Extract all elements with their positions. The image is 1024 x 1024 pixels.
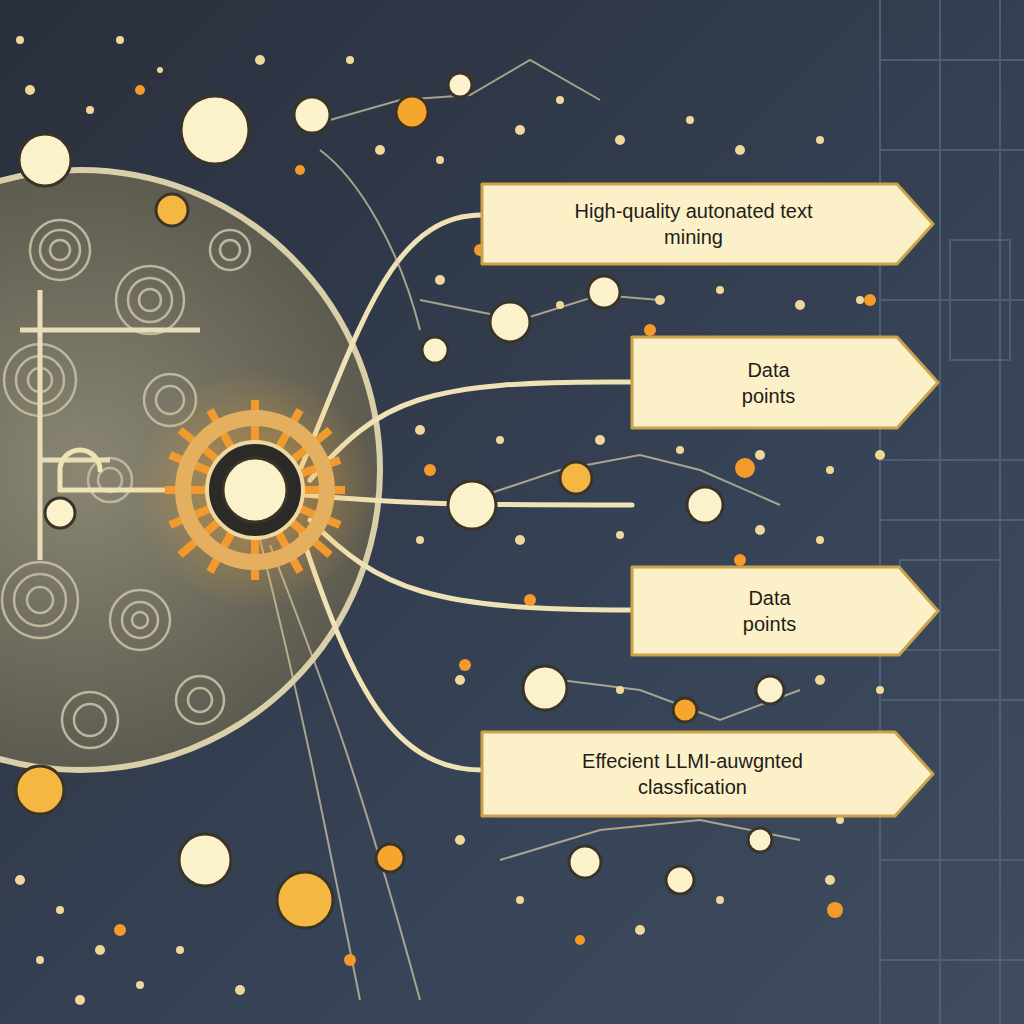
banner-shape xyxy=(482,732,933,816)
banner-text: Data points xyxy=(729,357,809,409)
arrow-banner: Effecient LLMI-auwgnted classfication xyxy=(480,730,935,818)
banner-text: Data points xyxy=(730,585,810,637)
arrow-banner: Data points xyxy=(630,335,940,430)
banner-content: Effecient LLMI-auwgnted classfication xyxy=(480,730,935,818)
banner-content: Data points xyxy=(630,565,940,657)
banner-shape xyxy=(632,337,938,428)
banner-outline xyxy=(630,335,940,430)
banner-shape xyxy=(632,567,938,655)
banner-text: Effecient LLMI-auwgnted classfication xyxy=(548,748,838,800)
banner-outline xyxy=(630,565,940,657)
banner-content: Data points xyxy=(630,335,940,430)
arrow-banner: High-quality autonated text mining xyxy=(480,182,935,266)
banner-text: High-quality autonated text mining xyxy=(564,198,824,250)
banner-shape xyxy=(482,184,933,264)
banner-content: High-quality autonated text mining xyxy=(480,182,935,266)
banner-outline xyxy=(480,730,935,818)
banner-outline xyxy=(480,182,935,266)
arrow-banner: Data points xyxy=(630,565,940,657)
